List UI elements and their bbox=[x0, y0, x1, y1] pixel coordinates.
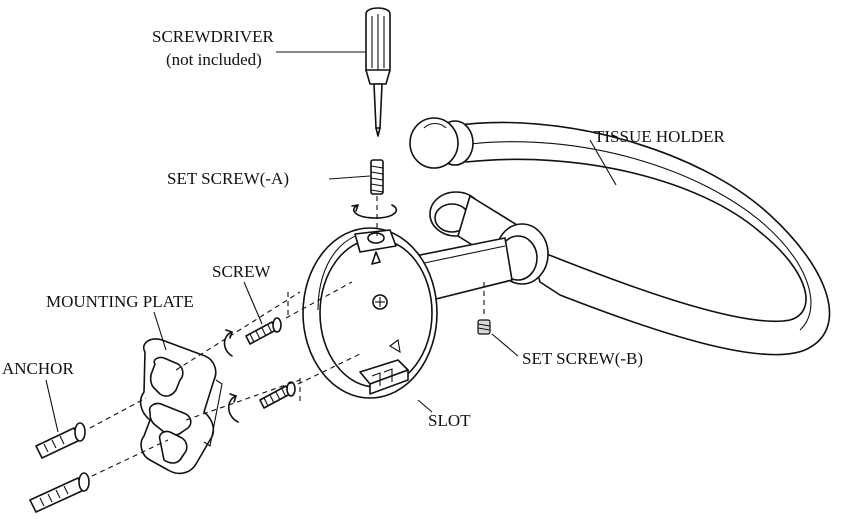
set-screw-b bbox=[477, 282, 491, 335]
labels: SCREWDRIVER (not included) SET SCREW(-A)… bbox=[2, 27, 725, 430]
round-bracket bbox=[302, 227, 438, 399]
label-anchor: ANCHOR bbox=[2, 359, 74, 378]
label-set-screw-a: SET SCREW(-A) bbox=[167, 169, 289, 188]
label-mounting-plate: MOUNTING PLATE bbox=[46, 292, 194, 311]
label-set-screw-b: SET SCREW(-B) bbox=[522, 349, 643, 368]
label-screwdriver: SCREWDRIVER bbox=[152, 27, 275, 46]
label-tissue-holder: TISSUE HOLDER bbox=[594, 127, 725, 146]
anchor-lower bbox=[29, 472, 90, 513]
screw-upper bbox=[223, 317, 282, 357]
anchor-upper bbox=[35, 422, 86, 459]
label-not-included: (not included) bbox=[166, 50, 262, 69]
label-slot: SLOT bbox=[428, 411, 471, 430]
screwdriver bbox=[365, 7, 391, 137]
set-screw-a bbox=[351, 159, 398, 236]
screw-lower bbox=[227, 381, 296, 423]
leader-lines bbox=[45, 51, 617, 433]
alignment-lines bbox=[89, 281, 361, 477]
mounting-plate bbox=[139, 338, 223, 475]
label-screw: SCREW bbox=[212, 262, 272, 281]
arm-ball-end bbox=[409, 117, 474, 169]
